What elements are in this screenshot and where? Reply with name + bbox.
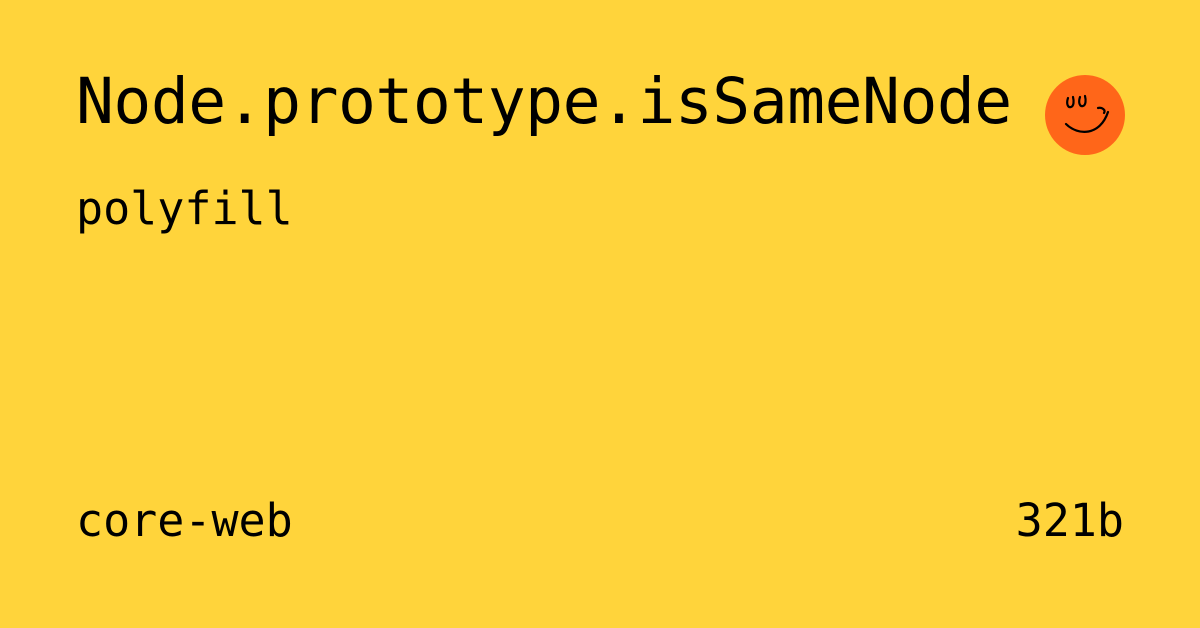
- subtitle: polyfill: [76, 182, 293, 235]
- smiley-face-icon: [1044, 74, 1126, 156]
- page-title: Node.prototype.isSameNode: [76, 65, 1012, 138]
- bundle-size: 321b: [1015, 494, 1124, 547]
- package-name: core-web: [76, 494, 293, 547]
